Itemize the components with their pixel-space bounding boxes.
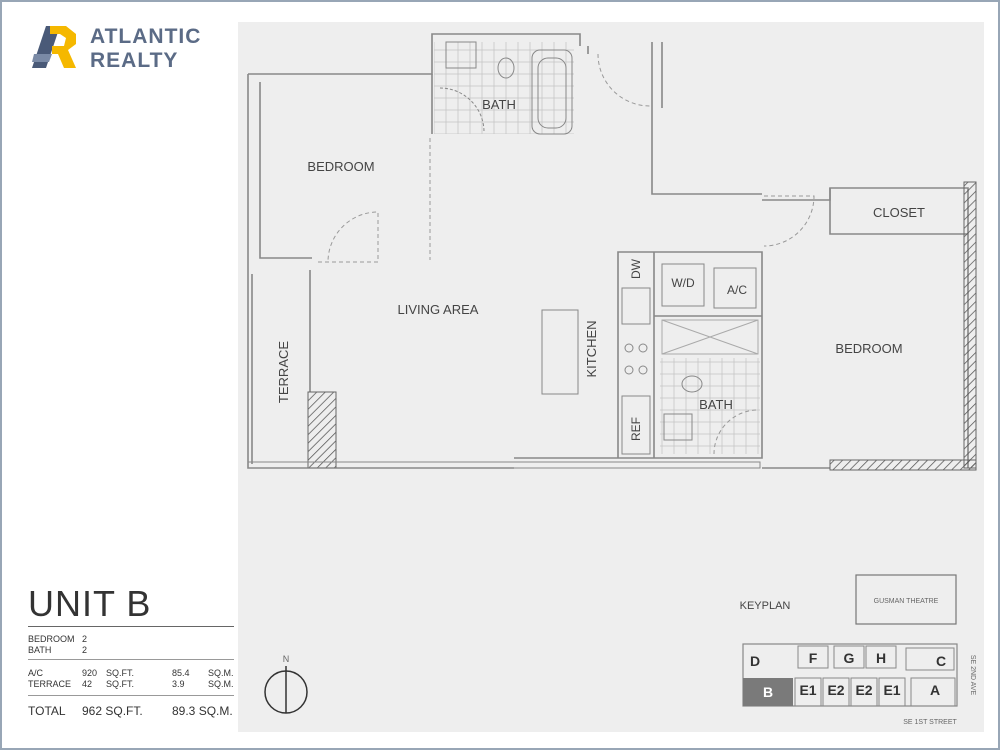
area-ac-sqm: 85.4 (172, 668, 190, 678)
room-bedroom-2-label: BEDROOM (835, 341, 902, 356)
walls (247, 33, 969, 469)
door-swings (318, 53, 815, 455)
spec-bedroom-value: 2 (82, 634, 88, 644)
brand-name-line2: REALTY (90, 49, 179, 72)
total-divider (28, 695, 234, 696)
keyplan-unit-e2-left: E2 (827, 682, 844, 698)
area-ac-label: A/C (28, 668, 44, 678)
keyplan-unit-e1-left: E1 (799, 682, 816, 698)
burner-icon (624, 343, 634, 353)
total-sqft: 962 SQ.FT. (82, 704, 143, 718)
room-bath-2-label: BATH (699, 397, 733, 412)
keyplan-street-right: SE 2ND AVE (969, 655, 976, 696)
brand-name-line1: ATLANTIC (90, 25, 202, 48)
floor-plan-panel (238, 22, 984, 732)
keyplan-title: KEYPLAN (740, 600, 791, 612)
refrigerator (621, 395, 651, 455)
spec-bedroom-label: BEDROOM (28, 634, 75, 644)
shower-2-icon (661, 319, 759, 355)
keyplan-theatre-label: GUSMAN THEATRE (874, 598, 939, 605)
dishwasher-label: DW (629, 258, 643, 279)
area-ac-sqft: 920 (82, 668, 98, 678)
kitchen-fixtures (541, 263, 759, 455)
washer-dryer-label: W/D (671, 276, 695, 290)
area-terrace-sqm: 3.9 (172, 679, 185, 689)
bath-1-tile-floor (434, 42, 574, 134)
keyplan-unit-a: A (930, 682, 940, 698)
keyplan-outline (742, 643, 958, 707)
keyplan-unit-d: D (750, 653, 760, 669)
bedroom-window-hatch-bottom (829, 459, 977, 471)
keyplan-unit-e2-right: E2 (855, 682, 872, 698)
bedroom-window-hatch-right (963, 181, 977, 469)
room-bath-1-label: BATH (482, 97, 516, 112)
keyplan-unit-b-highlight (743, 678, 793, 706)
keyplan-unit-c: C (936, 653, 946, 669)
bathtub-icon (531, 49, 573, 135)
unit-title-rule (28, 626, 234, 627)
sink-icon (621, 287, 651, 325)
refrigerator-label: REF (629, 417, 643, 441)
window-sill (247, 461, 761, 469)
area-ac-sqm-unit: SQ.M. (208, 668, 234, 678)
keyplan-unit-e1-right: E1 (883, 682, 900, 698)
keyplan-theatre-box (855, 574, 957, 625)
room-bedroom-1-label: BEDROOM (307, 159, 374, 174)
brand-logo[interactable]: ATLANTIC REALTY (30, 24, 230, 74)
total-label: TOTAL (28, 704, 66, 718)
ac-unit (713, 267, 757, 309)
spec-bath-label: BATH (28, 645, 52, 655)
area-terrace-sqm-unit: SQ.M. (208, 679, 234, 689)
bath-2-tile-floor (660, 358, 760, 454)
room-living-area-label: LIVING AREA (398, 302, 479, 317)
room-kitchen-label: KITCHEN (584, 320, 599, 377)
area-terrace-sqft-unit: SQ.FT. (106, 679, 135, 689)
unit-title: UNIT B (28, 583, 152, 624)
kitchen-island (541, 309, 579, 395)
compass-north-label: N (283, 654, 290, 664)
keyplan-unit-b: B (763, 684, 773, 700)
keyplan-unit-g: G (844, 650, 855, 666)
spec-divider (28, 659, 234, 660)
washer-dryer (661, 263, 705, 307)
area-ac-sqft-unit: SQ.FT. (106, 668, 135, 678)
ac-label: A/C (727, 283, 747, 297)
bath-1-fixtures (439, 41, 573, 135)
keyplan-unit-h: H (876, 650, 886, 666)
keyplan: KEYPLAN GUSMAN THEATRE D F G H C B E1 E2… (740, 574, 976, 726)
area-terrace-label: TERRACE (28, 679, 72, 689)
area-terrace-sqft: 42 (82, 679, 93, 689)
shower-icon (445, 41, 477, 69)
toilet-icon (497, 57, 515, 79)
spec-bath-value: 2 (82, 645, 88, 655)
total-sqm: 89.3 SQ.M. (172, 704, 233, 718)
sink-2-icon (663, 413, 693, 441)
toilet-2-icon (681, 375, 703, 393)
keyplan-street-bottom: SE 1ST STREET (903, 719, 957, 726)
ar-monogram-logo-icon (32, 26, 76, 68)
terrace-railing (307, 391, 337, 469)
room-terrace-label: TERRACE (276, 341, 291, 403)
room-closet-label: CLOSET (873, 205, 925, 220)
compass: N (264, 654, 308, 714)
keyplan-unit-f: F (809, 650, 818, 666)
